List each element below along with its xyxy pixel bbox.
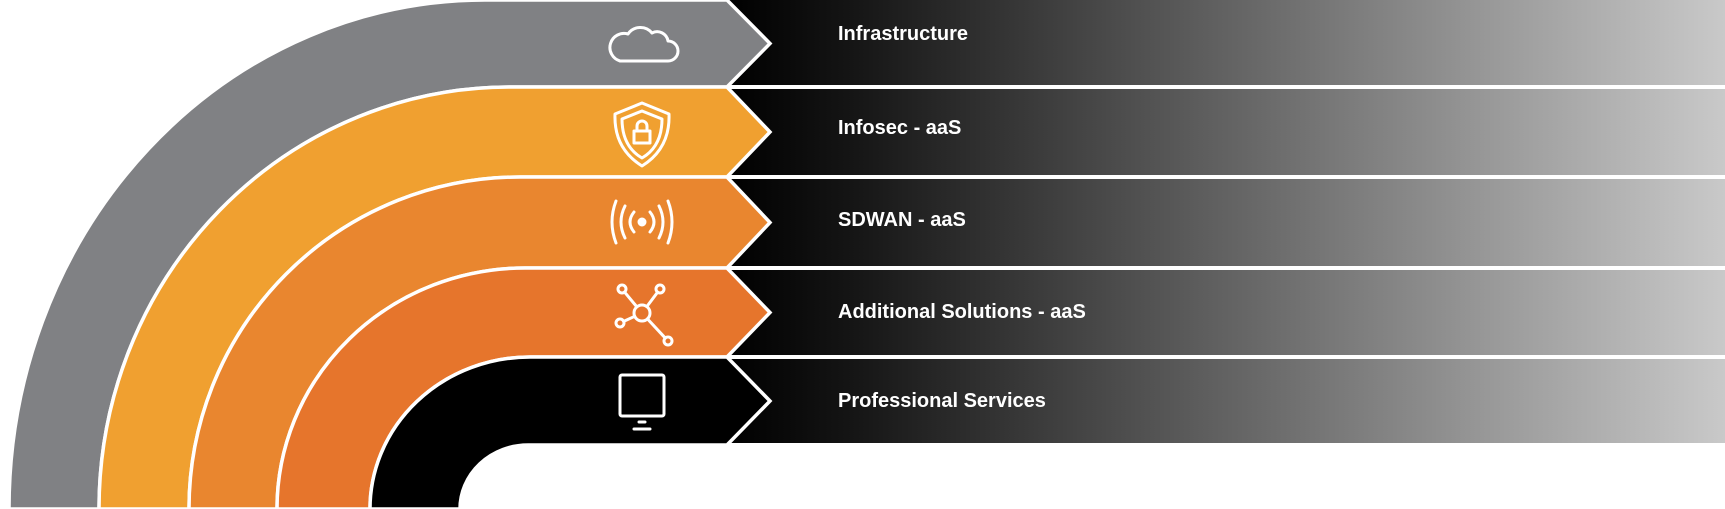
layer-label-sdwan: SDWAN - aaS xyxy=(838,209,966,231)
layer-bar-sdwan xyxy=(727,179,1725,266)
monitor-icon xyxy=(618,373,666,431)
layer-label-professional-services: Professional Services xyxy=(838,390,1046,412)
layer-bar-additional-solutions xyxy=(727,270,1725,355)
layer-bar-infosec xyxy=(727,89,1725,175)
shield-lock-icon xyxy=(613,101,671,168)
layer-bar-professional-services xyxy=(727,359,1725,443)
network-hub-icon xyxy=(614,283,674,347)
layer-band-professional-services xyxy=(368,355,773,509)
layer-label-infrastructure: Infrastructure xyxy=(838,23,969,45)
layer-bar-infrastructure xyxy=(727,0,1725,85)
layer-label-infosec: Infosec - aaS xyxy=(838,117,962,139)
layer-label-additional-solutions: Additional Solutions - aaS xyxy=(838,301,1086,323)
cloud-icon xyxy=(608,26,680,63)
wireless-signal-icon xyxy=(610,199,674,245)
